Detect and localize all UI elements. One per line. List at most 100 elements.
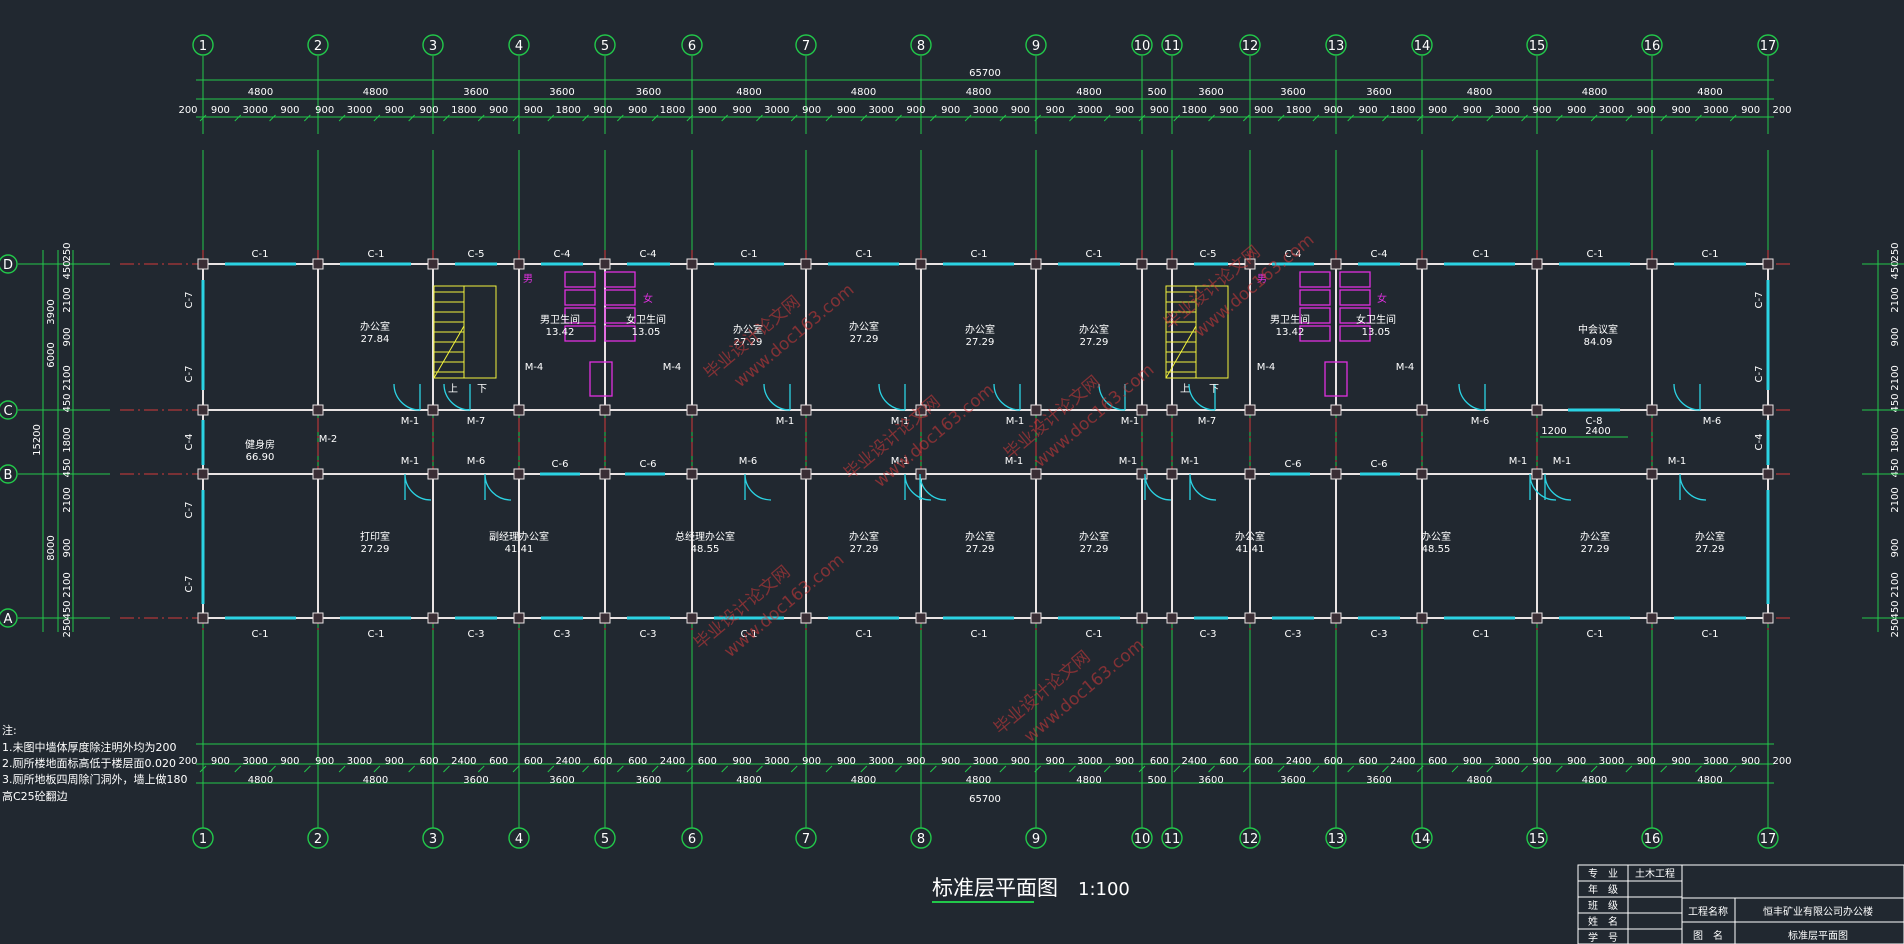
toilet-stall: [1299, 271, 1331, 288]
grid-bubble: [795, 34, 817, 56]
grid-bubble: [1131, 827, 1153, 849]
right-detail-dimension: 2100: [1890, 572, 1901, 597]
grid-bubble-label: 2: [314, 832, 322, 847]
room-area: 13.05: [1362, 327, 1391, 338]
bay-dimension-bottom: 3600: [1366, 775, 1391, 786]
detail-dimension: 600: [489, 756, 508, 767]
window-label: C-6: [1285, 459, 1302, 470]
grid-bubble: [0, 254, 18, 274]
bay-dimension-bottom: 3600: [549, 775, 574, 786]
grid-bubble: [795, 827, 817, 849]
detail-dimension: 3000: [973, 756, 998, 767]
left-detail-dimension: 900: [62, 327, 73, 346]
room-name: 办公室: [965, 530, 995, 543]
detail-dimension: 900: [1741, 756, 1760, 767]
dimension-tick: [1347, 765, 1355, 773]
window-label: C-1: [1473, 249, 1490, 260]
dimension-tick: [1625, 114, 1633, 122]
room-name: 男卫生间: [540, 313, 580, 326]
detail-dimension: 3000: [1494, 105, 1519, 116]
bay-dimension-top: 500: [1147, 87, 1166, 98]
grid-bubble: [307, 827, 329, 849]
bay-dimension-top: 3600: [1366, 87, 1391, 98]
dimension-tick: [895, 114, 902, 122]
dimension-tick: [477, 765, 485, 773]
door-label: M-4: [663, 362, 682, 373]
window-label: C-8: [1586, 416, 1603, 427]
window-label: C-7: [184, 502, 195, 519]
room-name: 办公室: [849, 320, 879, 333]
toilet-stall: [1339, 271, 1371, 288]
detail-dimension: 900: [211, 756, 230, 767]
column: [686, 612, 698, 624]
grid-bubble-label: 7: [802, 39, 810, 54]
room-name: 女卫生间: [626, 313, 666, 326]
dimension-tick: [790, 114, 798, 122]
window-label: C-3: [1200, 629, 1217, 640]
column: [1416, 468, 1428, 480]
detail-dimension: 3000: [1077, 756, 1102, 767]
window-label: C-1: [1473, 629, 1490, 640]
left-detail-dimension: 450: [62, 260, 73, 279]
room-name: 办公室: [733, 323, 763, 336]
grid-bubble: [422, 34, 444, 56]
note-line-3: 3.厕所地板四周除门洞外，墙上做180: [2, 772, 188, 786]
column: [686, 404, 698, 416]
toilet-stall: [1299, 307, 1331, 324]
dimension-tick: [721, 114, 729, 122]
detail-dimension: 1800: [1286, 105, 1311, 116]
bay-dimension-bottom: 3600: [463, 775, 488, 786]
grid-bubble-label: 6: [688, 832, 696, 847]
grid-bubble: [1411, 827, 1433, 849]
dimension-tick: [443, 114, 450, 122]
detail-dimension: 200: [1772, 756, 1791, 767]
grid-bubble-label: 6: [688, 39, 696, 54]
detail-dimension: 900: [593, 105, 612, 116]
total-dimension-bottom: 65700: [969, 794, 1001, 805]
door-swing: [1188, 383, 1216, 411]
detail-dimension: 2400: [1390, 756, 1415, 767]
dimension-tick: [1103, 765, 1111, 773]
title-block-drawing: 标准层平面图: [1788, 930, 1848, 942]
grid-bubble-label: 1: [199, 39, 207, 54]
door-label: M-1: [1553, 456, 1572, 467]
window-label: C-1: [1587, 629, 1604, 640]
stair-direction-label: 上: [1180, 383, 1190, 395]
grid-bubble-label: 8: [917, 832, 925, 847]
dimension-tick: [756, 114, 763, 122]
room-name: 办公室: [1079, 530, 1109, 543]
detail-dimension: 900: [1254, 105, 1273, 116]
left-group-dimension: 15200: [32, 424, 43, 456]
dimension-tick: [825, 765, 833, 773]
dimension-tick: [790, 765, 798, 773]
column: [427, 612, 439, 624]
right-detail-dimension: 450: [1890, 458, 1901, 477]
grid-bubble: [1025, 34, 1047, 56]
column: [800, 612, 812, 624]
column: [1762, 612, 1774, 624]
detail-dimension: 3000: [868, 105, 893, 116]
dimension-tick: [1242, 765, 1250, 773]
dimension-tick: [408, 114, 416, 122]
room-name: 打印室: [360, 530, 390, 543]
dimension-tick: [1347, 114, 1355, 122]
door-swing: [484, 473, 512, 501]
column: [1762, 258, 1774, 270]
grid-bubble-label: 12: [1242, 39, 1259, 54]
detail-dimension: 600: [1359, 756, 1378, 767]
sink-unit: [589, 361, 613, 397]
detail-dimension: 900: [802, 756, 821, 767]
door-label: M-6: [1703, 416, 1722, 427]
window-label: C-4: [1754, 434, 1765, 451]
dimension-tick: [1451, 765, 1459, 773]
column: [1762, 404, 1774, 416]
door-swing: [993, 383, 1021, 411]
door-label: M-1: [776, 416, 795, 427]
toilet-stall: [604, 271, 636, 288]
door-label: M-7: [1198, 416, 1217, 427]
detail-dimension: 900: [1672, 105, 1691, 116]
left-group-dimension: 8000: [46, 535, 57, 560]
column: [1531, 612, 1543, 624]
left-detail-dimension: 450: [62, 458, 73, 477]
